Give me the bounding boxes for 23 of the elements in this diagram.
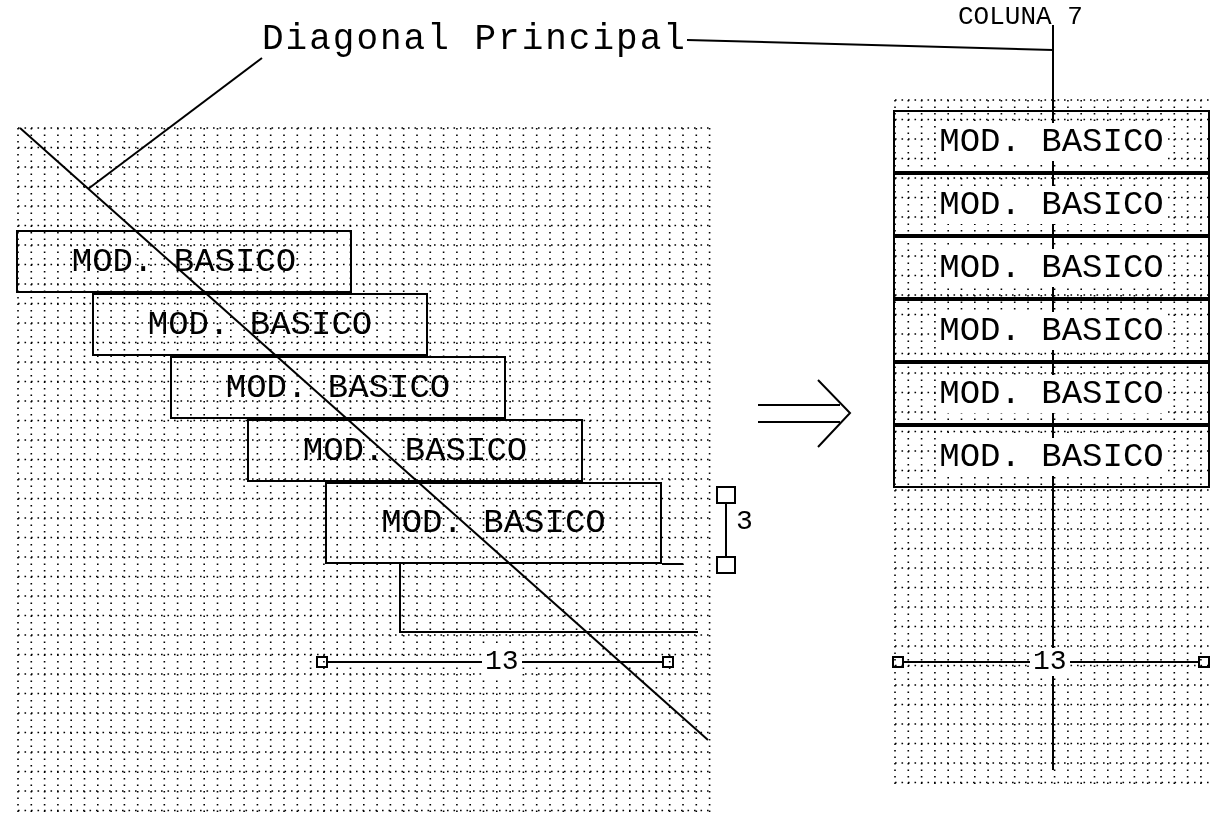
module-box — [325, 482, 662, 564]
dimension-text: 13 — [482, 648, 522, 676]
module-box — [893, 299, 1210, 362]
dimension-text: 3 — [736, 508, 753, 536]
module-label: MOD. BASICO — [302, 433, 528, 468]
module-label: MOD. BASICO — [225, 370, 451, 405]
module-box — [893, 425, 1210, 488]
module-box — [247, 419, 583, 482]
module-label: MOD. BASICO — [147, 307, 373, 342]
module-box — [893, 173, 1210, 236]
module-box — [893, 110, 1210, 173]
leader-line — [686, 39, 1054, 51]
module-label: MOD. BASICO — [71, 244, 297, 279]
module-box — [893, 362, 1210, 425]
leader-line — [87, 57, 263, 190]
module-box — [92, 293, 428, 356]
module-box — [170, 356, 506, 419]
module-box — [893, 236, 1210, 299]
module-box — [16, 230, 352, 293]
annotation-text: Diagonal Principal — [262, 22, 687, 58]
dimension-text: 13 — [1030, 648, 1070, 676]
column-label: COLUNA 7 — [958, 4, 1083, 30]
module-label: MOD. BASICO — [381, 506, 606, 540]
